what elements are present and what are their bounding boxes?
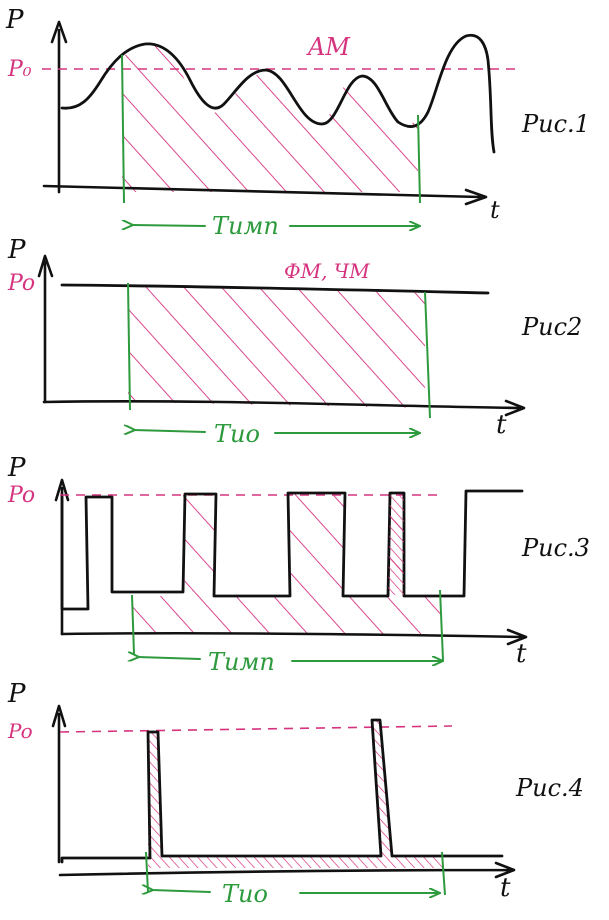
- am-signal-curve: [60, 33, 496, 154]
- x-axis-1: [42, 184, 488, 206]
- x-axis-label-4: t: [500, 873, 511, 903]
- ref-level-label-1: P₀: [7, 57, 32, 82]
- window-left-bound-2: [127, 282, 131, 411]
- panel-1: [42, 20, 515, 226]
- window-arrow-left-4: [152, 890, 211, 892]
- figure-label-4: Рис.4: [515, 774, 584, 802]
- figure-label-1: Рис.1: [521, 110, 590, 138]
- x-axis-label-1: t: [490, 196, 500, 224]
- panel-4: [51, 704, 516, 896]
- x-axis-label-2: t: [496, 410, 507, 440]
- mode-label-2: ФМ, ЧМ: [284, 259, 370, 283]
- ref-level-label-2: Po: [7, 271, 35, 296]
- y-axis-4: [51, 704, 67, 864]
- reference-level-4: [59, 725, 453, 733]
- y-axis-label-4: P: [7, 679, 26, 709]
- figure-label-2: Рис2: [521, 313, 582, 341]
- y-axis-1: [50, 20, 68, 194]
- window-right-bound-3: [439, 589, 444, 661]
- y-axis-2: [37, 254, 54, 404]
- window-label-3: Тимп: [208, 648, 275, 676]
- hatched-region-4: [148, 720, 442, 868]
- panel-3: [54, 478, 528, 661]
- hatched-region-2: [128, 286, 425, 408]
- window-arrow-left-3: [138, 657, 201, 659]
- x-axis-label-3: t: [516, 639, 527, 669]
- x-axis-3: [60, 628, 528, 646]
- hatched-region-3: [132, 493, 442, 634]
- window-label-1: Тимп: [212, 212, 279, 240]
- y-axis-label-1: P: [5, 5, 24, 35]
- y-axis-label-2: P: [7, 235, 26, 265]
- x-axis-2: [42, 399, 526, 417]
- constant-envelope-line: [60, 283, 490, 295]
- window-arrow-left-2: [134, 430, 206, 432]
- figure-label-3: Рис.3: [521, 534, 590, 562]
- spike-train: [60, 718, 504, 864]
- window-left-bound-1: [121, 54, 125, 204]
- mode-label-1: AM: [306, 33, 351, 61]
- window-right-bound-1: [417, 114, 421, 204]
- panel-2: [37, 254, 526, 433]
- window-label-4: Тио: [222, 880, 268, 908]
- x-axis-4: [58, 861, 516, 879]
- y-axis-label-3: P: [7, 453, 26, 483]
- window-left-bound-3: [131, 594, 135, 655]
- window-arrow-left-1: [132, 225, 206, 226]
- window-right-bound-2: [424, 291, 431, 419]
- window-label-2: Тио: [214, 420, 260, 448]
- ref-level-label-3: Po: [7, 483, 35, 508]
- ref-level-label-4: Po: [7, 719, 33, 743]
- pulse-dense-hatch-3: [388, 494, 404, 595]
- window-right-bound-4: [441, 851, 446, 896]
- hatched-region-1: [122, 44, 418, 192]
